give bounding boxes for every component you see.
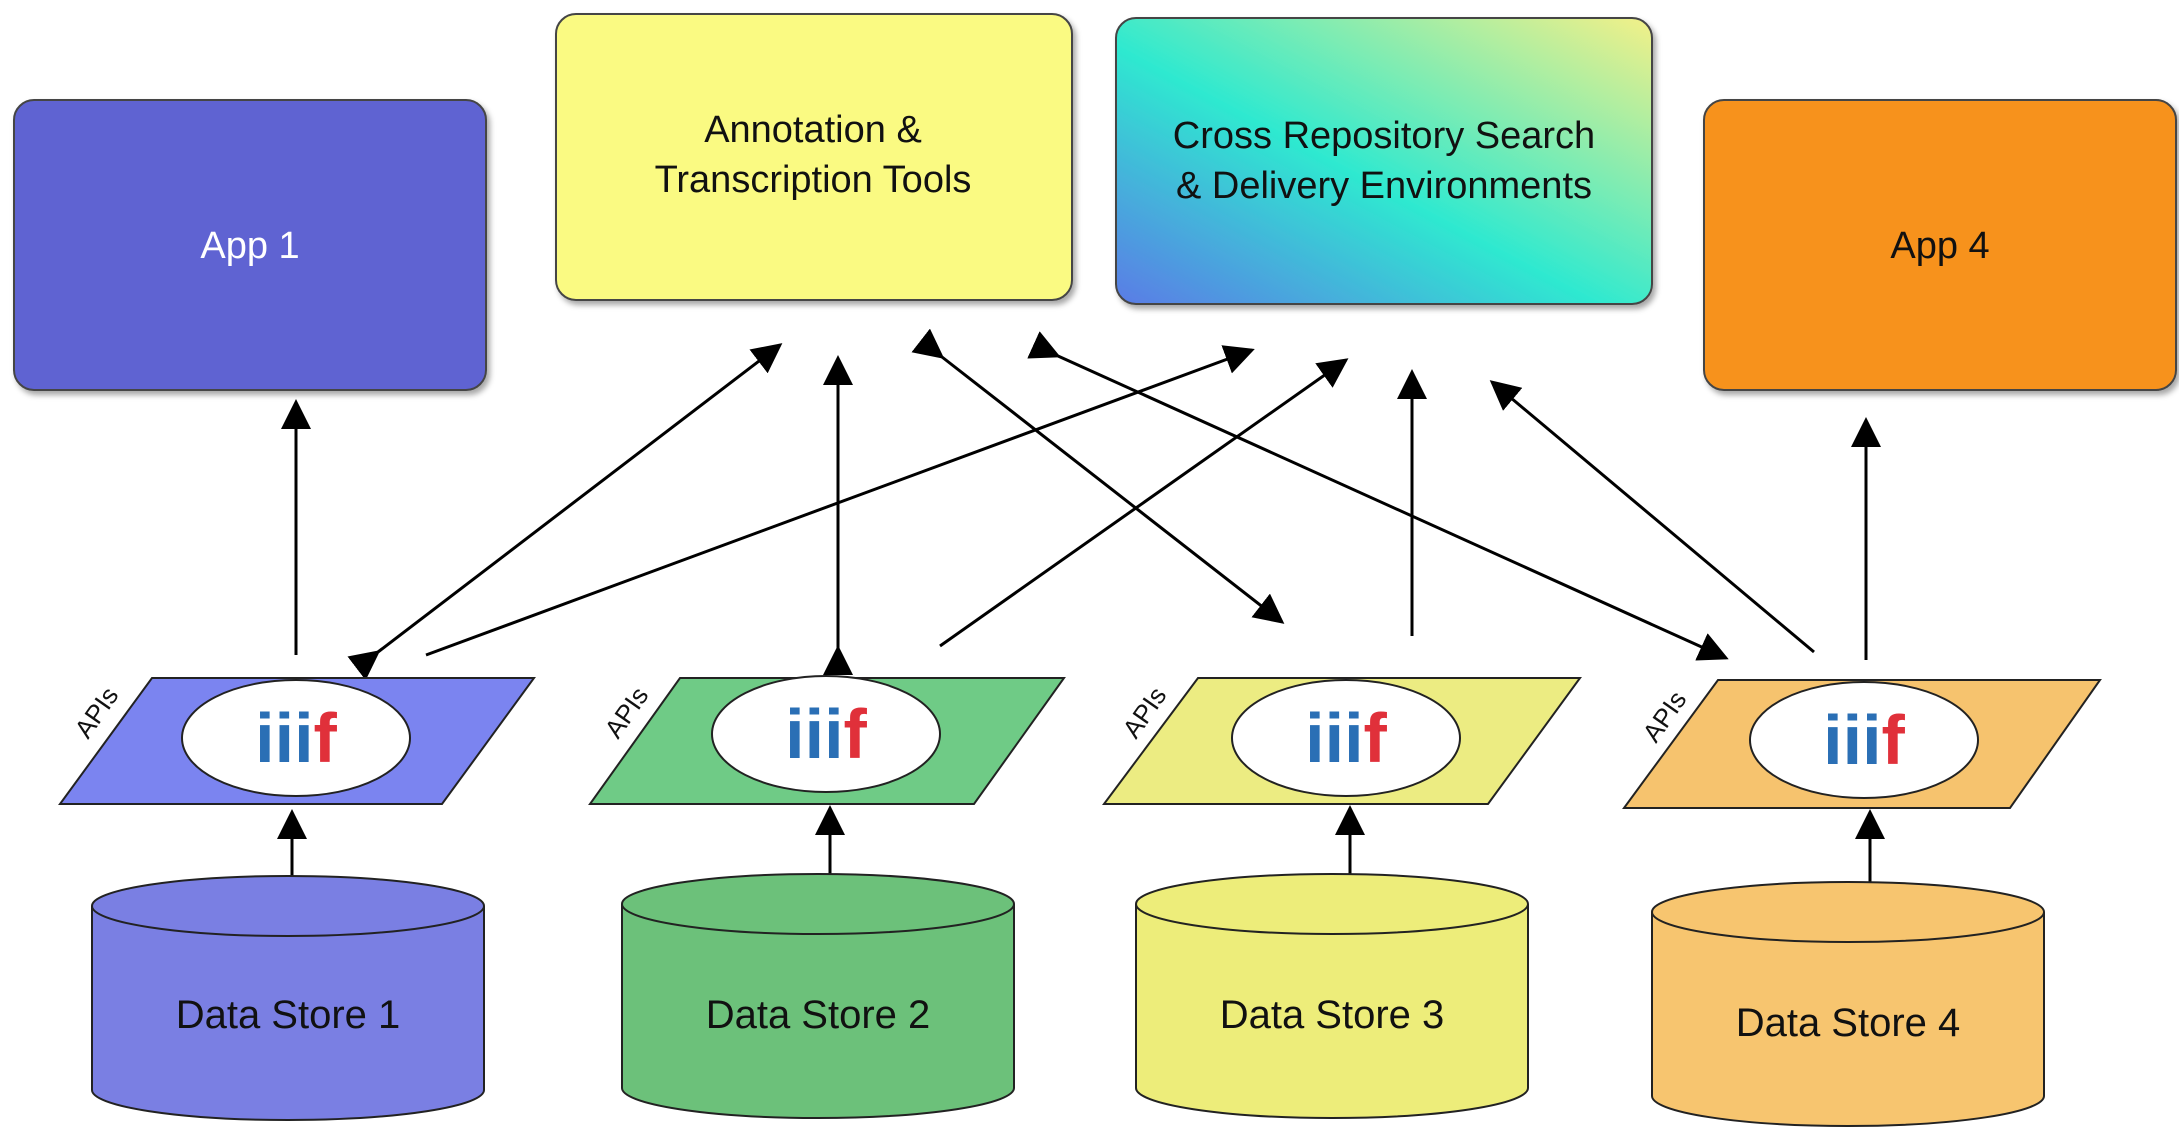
cross-repository-search-box: Cross Repository Search & Delivery Envir…	[1115, 17, 1653, 305]
data-store-3: Data Store 3	[1135, 873, 1529, 1119]
iiif-logo-3: iiif	[1305, 699, 1387, 777]
api-layer-3: APIs iiif	[1102, 677, 1582, 805]
api-layer-2: APIs iiif	[588, 675, 1066, 805]
arrow-annotation-api3	[911, 328, 1285, 624]
iiif-logo-1: iiif	[255, 699, 337, 777]
data-store-2-label: Data Store 2	[706, 993, 931, 1037]
search-box-line1: Cross Repository Search	[1173, 115, 1595, 157]
iiif-logo-4: iiif	[1823, 701, 1905, 779]
data-store-3-label: Data Store 3	[1220, 993, 1445, 1037]
app1-box: App 1	[13, 99, 487, 391]
data-store-1-label: Data Store 1	[176, 993, 401, 1037]
annotation-tools-line1: Annotation &	[704, 109, 922, 151]
data-store-4: Data Store 4	[1651, 881, 2045, 1127]
annotation-tools-line2: Transcription Tools	[655, 159, 972, 201]
app4-box: App 4	[1703, 99, 2177, 391]
app1-label: App 1	[200, 225, 299, 267]
iiif-logo-2: iiif	[785, 695, 867, 773]
api-layer-4: APIs iiif	[1622, 679, 2102, 809]
data-store-1: Data Store 1	[91, 875, 485, 1121]
arrow-annotation-api4	[1027, 331, 1729, 661]
app4-label: App 4	[1890, 225, 1989, 267]
annotation-tools-box: Annotation & Transcription Tools	[555, 13, 1073, 301]
data-store-2: Data Store 2	[621, 873, 1015, 1119]
api-layer-1: APIs iiif	[58, 677, 536, 805]
search-box-line2: & Delivery Environments	[1176, 165, 1592, 207]
connection-arrows	[277, 328, 1885, 914]
arrow-api1-annotation	[347, 343, 783, 681]
data-store-4-label: Data Store 4	[1736, 1001, 1961, 1045]
arrow-api4-to-search	[1489, 380, 1815, 654]
